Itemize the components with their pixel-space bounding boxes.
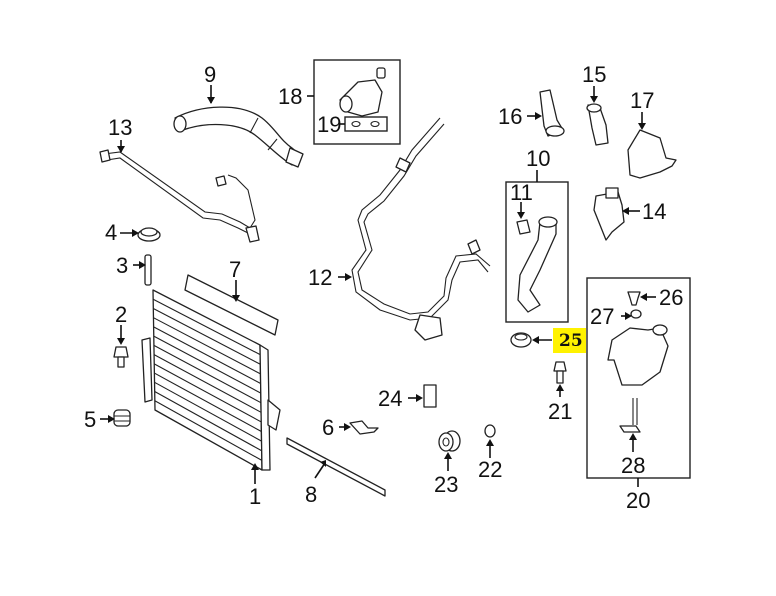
callout-labels: 9 13 4 3 7 2 5 1 6 8 12 24 23 22 21 25 1… [84, 62, 683, 513]
radiator-fin [153, 307, 261, 365]
callout-5[interactable]: 5 [84, 407, 96, 432]
callout-27[interactable]: 27 [590, 304, 614, 329]
callout-1[interactable]: 1 [249, 484, 261, 509]
part-4-grommet[interactable] [137, 227, 161, 242]
callout-8[interactable]: 8 [305, 482, 317, 507]
radiator-fin [153, 354, 262, 413]
callout-9[interactable]: 9 [204, 62, 216, 87]
part-12-heater-hose[interactable] [351, 117, 491, 341]
callout-25[interactable]: 25 [559, 331, 583, 351]
callout-2[interactable]: 2 [115, 302, 127, 327]
radiator-fin [153, 317, 261, 375]
part-10-lower-hose-group[interactable] [505, 181, 569, 323]
part-2-bolt[interactable] [113, 346, 129, 368]
radiator-fin [154, 372, 262, 433]
callout-13[interactable]: 13 [108, 115, 132, 140]
radiator-fin [153, 344, 262, 404]
callout-4[interactable]: 4 [105, 220, 117, 245]
callout-3[interactable]: 3 [116, 253, 128, 278]
part-23-bushing[interactable] [438, 430, 461, 452]
part-6-clip[interactable] [349, 420, 379, 435]
radiator-fin [153, 363, 262, 423]
callout-10[interactable]: 10 [526, 146, 550, 171]
callout-21[interactable]: 21 [548, 399, 572, 424]
part-25-nut[interactable] [510, 332, 532, 348]
callout-17[interactable]: 17 [630, 88, 654, 113]
callout-22[interactable]: 22 [478, 457, 502, 482]
part-16-hose-elbow[interactable] [539, 89, 565, 137]
callout-28[interactable]: 28 [621, 453, 645, 478]
highlight-part-25 [553, 328, 586, 353]
part-1-radiator[interactable] [141, 289, 281, 471]
part-9-upper-hose[interactable] [173, 106, 304, 168]
callout-19[interactable]: 19 [317, 112, 341, 137]
callout-24[interactable]: 24 [378, 386, 402, 411]
part-24-sensor[interactable] [423, 384, 437, 408]
leader-lines [100, 85, 656, 487]
radiator-fin [153, 326, 261, 384]
radiator-fin [154, 381, 262, 442]
radiator-fin [153, 335, 262, 394]
callout-26[interactable]: 26 [659, 285, 683, 310]
callout-11[interactable]: 11 [510, 180, 533, 205]
callout-23[interactable]: 23 [434, 472, 458, 497]
radiator-fin [154, 391, 262, 452]
part-7-upper-seal[interactable] [184, 274, 279, 336]
part-14-pump[interactable] [593, 187, 625, 241]
part-15-hose-connector[interactable] [586, 103, 609, 146]
callout-7[interactable]: 7 [229, 257, 241, 282]
radiator-fin [152, 298, 261, 356]
part-18-thermostat-housing-group[interactable] [313, 59, 401, 145]
part-17-cover[interactable] [627, 129, 677, 179]
callout-14[interactable]: 14 [642, 199, 666, 224]
callout-15[interactable]: 15 [582, 62, 606, 87]
part-5-insulator[interactable] [113, 409, 131, 427]
callout-20[interactable]: 20 [626, 488, 650, 513]
part-22-retainer[interactable] [484, 424, 496, 438]
part-3-pin[interactable] [144, 254, 152, 286]
part-13-cooler-line[interactable] [99, 149, 260, 243]
radiator-fin [154, 400, 263, 461]
callout-18[interactable]: 18 [278, 84, 302, 109]
callout-6[interactable]: 6 [322, 415, 334, 440]
part-21-bolt[interactable] [553, 361, 567, 384]
callout-12[interactable]: 12 [308, 265, 332, 290]
part-8-lower-seal-strip[interactable] [286, 437, 386, 497]
callout-16[interactable]: 16 [498, 104, 522, 129]
